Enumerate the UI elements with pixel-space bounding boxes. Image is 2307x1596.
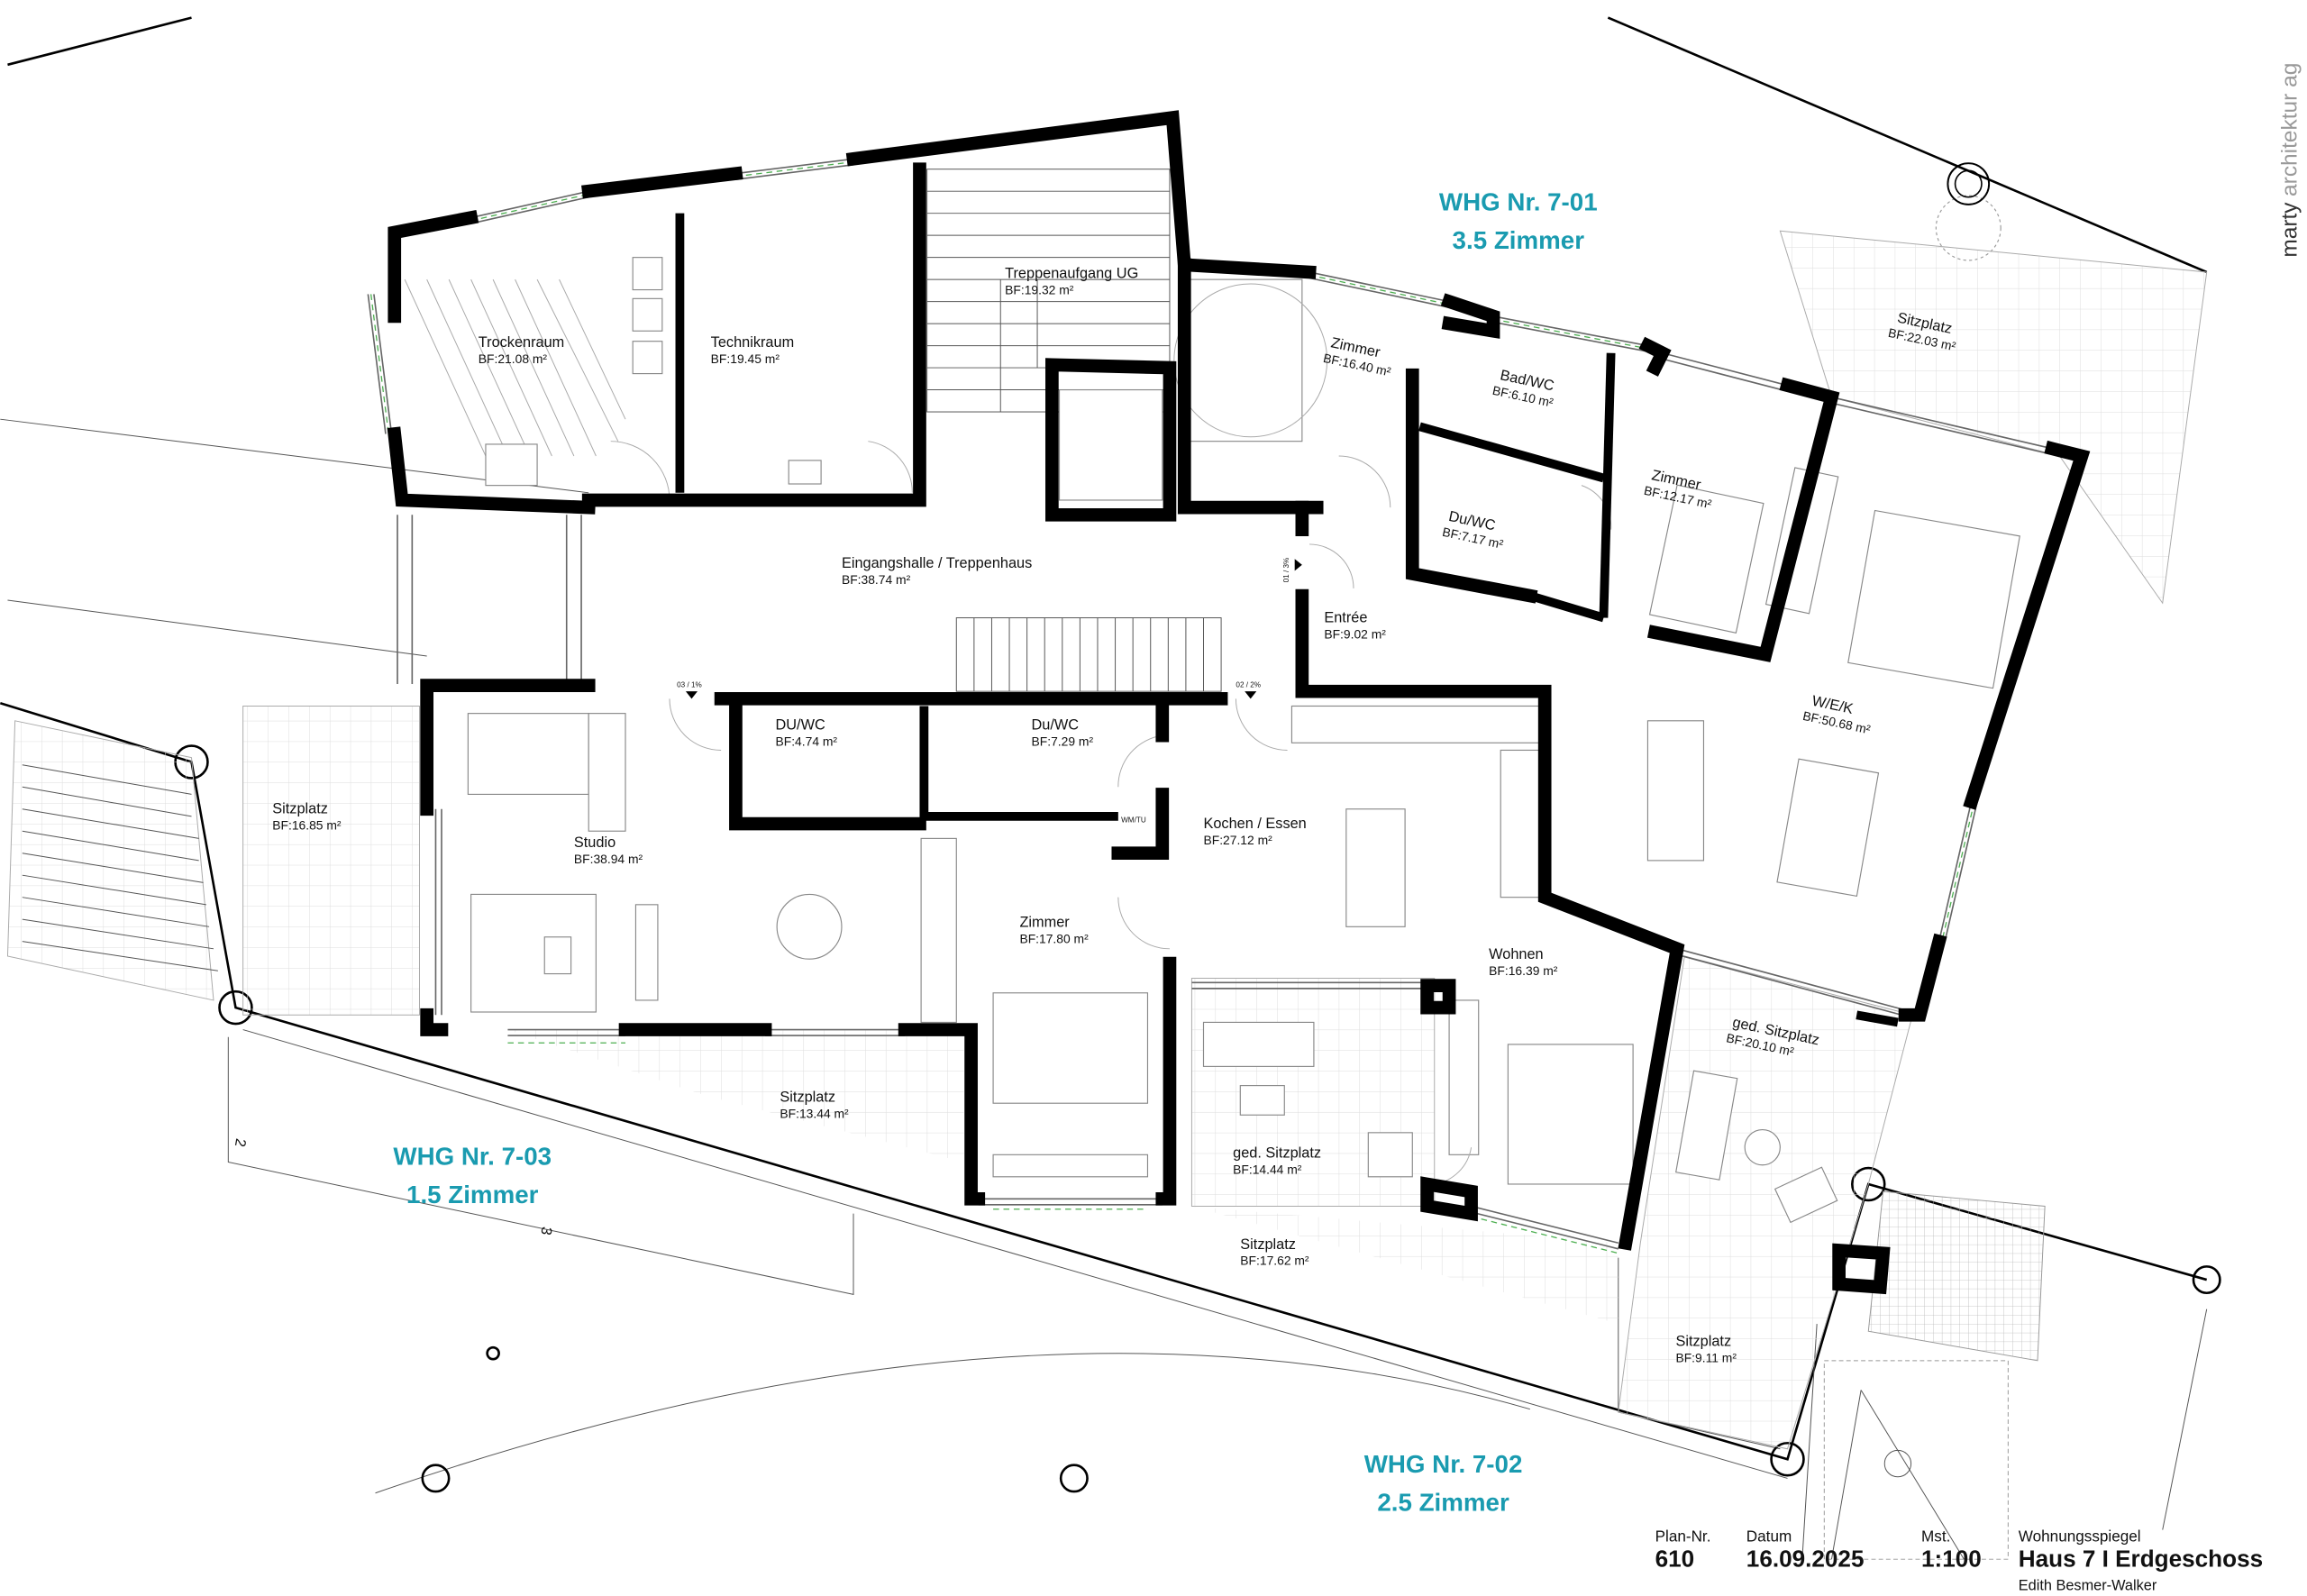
svg-text:Trockenraum: Trockenraum xyxy=(479,334,565,351)
scale: 1:100 xyxy=(1921,1545,1982,1572)
date: 16.09.2025 xyxy=(1746,1545,1865,1572)
svg-text:Sitzplatz: Sitzplatz xyxy=(1675,1334,1731,1350)
level-arrow-icon xyxy=(685,691,698,699)
author: Edith Besmer-Walker xyxy=(2019,1577,2157,1593)
svg-text:BF:19.32 m²: BF:19.32 m² xyxy=(1005,282,1074,296)
staircase xyxy=(22,169,1222,971)
room-label-wek: W/E/KBF:50.68 m² xyxy=(1801,693,1872,737)
level-marker-02: 02 / 2% xyxy=(1236,680,1261,689)
svg-text:BF:27.12 m²: BF:27.12 m² xyxy=(1203,833,1272,847)
plan-type-label: Wohnungsspiegel xyxy=(2019,1528,2141,1546)
apartment-label-7-02: WHG Nr. 7-02 2.5 Zimmer xyxy=(1364,1450,1523,1516)
section-marker-2: 2 xyxy=(232,1137,249,1148)
svg-text:BF:4.74 m²: BF:4.74 m² xyxy=(776,734,838,749)
svg-text:BF:38.94 m²: BF:38.94 m² xyxy=(574,852,643,866)
svg-text:1.5 Zimmer: 1.5 Zimmer xyxy=(406,1181,539,1208)
svg-text:BF:38.74 m²: BF:38.74 m² xyxy=(842,572,911,587)
svg-text:Sitzplatz: Sitzplatz xyxy=(1240,1236,1296,1253)
svg-text:BF:9.11 m²: BF:9.11 m² xyxy=(1675,1350,1737,1364)
walls xyxy=(387,110,2091,1295)
svg-text:Zimmer: Zimmer xyxy=(1019,914,1070,930)
svg-text:marty architektur ag: marty architektur ag xyxy=(2275,63,2302,258)
svg-text:Treppenaufgang UG: Treppenaufgang UG xyxy=(1005,265,1138,281)
svg-text:BF:16.85 m²: BF:16.85 m² xyxy=(272,818,342,833)
svg-text:BF:17.80 m²: BF:17.80 m² xyxy=(1019,931,1089,945)
svg-text:Eingangshalle / Treppenhaus: Eingangshalle / Treppenhaus xyxy=(842,555,1032,571)
windows xyxy=(367,158,2053,1254)
svg-text:BF:7.29 m²: BF:7.29 m² xyxy=(1032,734,1094,749)
plan-number-label: Plan-Nr. xyxy=(1655,1528,1711,1546)
svg-text:Entrée: Entrée xyxy=(1324,609,1367,625)
section-marker-3: 3 xyxy=(537,1226,554,1236)
scale-label: Mst. xyxy=(1921,1528,1950,1546)
architect-logo: marty architektur ag xyxy=(2275,63,2302,258)
svg-text:BF:14.44 m²: BF:14.44 m² xyxy=(1233,1163,1302,1177)
date-label: Datum xyxy=(1746,1528,1792,1546)
apartment-label-7-03: WHG Nr. 7-03 1.5 Zimmer xyxy=(393,1143,552,1208)
svg-text:ged. Sitzplatz: ged. Sitzplatz xyxy=(1233,1145,1321,1162)
svg-text:Studio: Studio xyxy=(574,834,616,851)
svg-text:Technikraum: Technikraum xyxy=(711,334,794,351)
svg-text:WHG Nr. 7-02: WHG Nr. 7-02 xyxy=(1364,1450,1523,1478)
svg-text:BF:16.39 m²: BF:16.39 m² xyxy=(1489,963,1558,978)
drying-lines xyxy=(404,257,822,487)
apartment-label-7-01: WHG Nr. 7-01 3.5 Zimmer xyxy=(1439,187,1598,253)
svg-text:Wohnen: Wohnen xyxy=(1489,946,1543,962)
level-arrow-icon xyxy=(1294,559,1302,571)
level-marker-01: 01 / 3% xyxy=(1282,558,1290,583)
svg-text:BF:9.02 m²: BF:9.02 m² xyxy=(1324,626,1386,641)
svg-text:BF:21.08 m²: BF:21.08 m² xyxy=(479,351,548,366)
svg-text:Sitzplatz: Sitzplatz xyxy=(272,801,328,817)
plan-number: 610 xyxy=(1655,1545,1695,1572)
svg-text:Du/WC: Du/WC xyxy=(1032,717,1080,734)
svg-text:DU/WC: DU/WC xyxy=(776,717,825,734)
plan-title: Haus 7 I Erdgeschoss xyxy=(2019,1545,2263,1572)
svg-text:Kochen / Essen: Kochen / Essen xyxy=(1203,816,1306,832)
title-block: Plan-Nr. 610 Datum 16.09.2025 Mst. 1:100… xyxy=(1655,1528,2264,1594)
level-arrow-icon xyxy=(1245,691,1257,699)
svg-text:3.5 Zimmer: 3.5 Zimmer xyxy=(1453,226,1585,254)
door-swings xyxy=(610,441,1612,1185)
wm-tu-label: WM/TU xyxy=(1121,816,1146,824)
level-marker-03: 03 / 1% xyxy=(677,680,702,689)
svg-text:BF:17.62 m²: BF:17.62 m² xyxy=(1240,1254,1309,1268)
svg-text:WHG Nr. 7-01: WHG Nr. 7-01 xyxy=(1439,187,1598,215)
svg-text:WHG Nr. 7-03: WHG Nr. 7-03 xyxy=(393,1143,552,1171)
markers: 03 / 1% 02 / 2% 01 / 3% WM/TU 2 3 xyxy=(232,558,1302,1236)
svg-text:BF:19.45 m²: BF:19.45 m² xyxy=(711,351,780,366)
svg-text:Sitzplatz: Sitzplatz xyxy=(780,1090,835,1106)
svg-text:BF:13.44 m²: BF:13.44 m² xyxy=(780,1107,849,1121)
tree-symbol xyxy=(1935,162,2002,261)
svg-text:2.5 Zimmer: 2.5 Zimmer xyxy=(1377,1488,1509,1516)
